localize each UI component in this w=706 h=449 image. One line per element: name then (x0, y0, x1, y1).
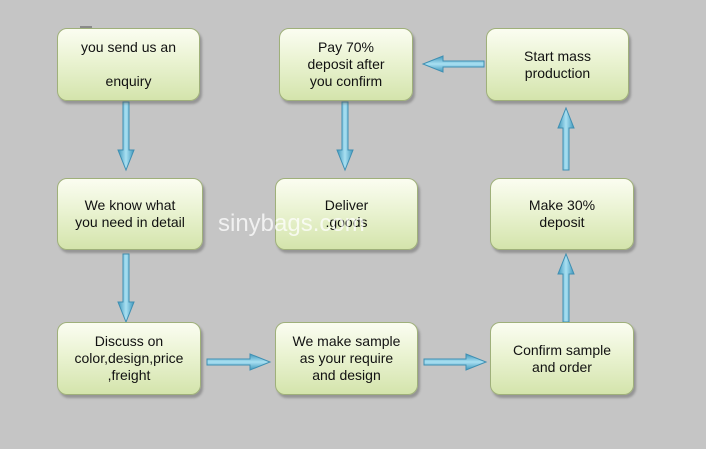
step-deliver-goods: Deliver .goods (275, 178, 418, 250)
arrow-know-to-discuss (117, 253, 135, 324)
step-discuss: Discuss on color,design,price ,freight (57, 322, 201, 395)
step-enquiry: you send us an enquiry (57, 28, 200, 101)
arrow-deposit70-to-deliver (336, 101, 354, 172)
step-know-needs: We know what you need in detail (57, 178, 203, 250)
step-deposit-70: Pay 70% deposit after you confirm (279, 28, 413, 101)
arrow-deposit30-to-mass (557, 106, 575, 171)
step-mass-production-label: Start mass production (524, 47, 591, 81)
step-make-sample-label: We make sample as your require and desig… (292, 333, 401, 383)
step-make-sample: We make sample as your require and desig… (275, 322, 418, 395)
step-confirm-order-label: Confirm sample and order (512, 341, 612, 375)
step-deposit-70-label: Pay 70% deposit after you confirm (307, 39, 385, 89)
arrow-sample-to-confirm (423, 353, 488, 371)
step-know-needs-label: We know what you need in detail (75, 197, 185, 230)
step-enquiry-label: you send us an enquiry (81, 39, 176, 89)
arrow-confirm-to-deposit30 (557, 252, 575, 323)
step-mass-production: Start mass production (486, 28, 629, 101)
watermark-text: sinybags.com (218, 210, 365, 237)
arrow-mass-to-deposit70 (421, 55, 485, 73)
step-discuss-label: Discuss on color,design,price ,freight (74, 333, 184, 383)
arrow-enquiry-to-know (117, 101, 135, 172)
step-confirm-order: Confirm sample and order (490, 322, 634, 395)
arrow-discuss-to-sample (206, 353, 272, 371)
step-deposit-30: Make 30% deposit (490, 178, 634, 250)
step-deliver-goods-label: Deliver .goods (324, 197, 369, 230)
step-deposit-30-label: Make 30% deposit (528, 197, 596, 230)
